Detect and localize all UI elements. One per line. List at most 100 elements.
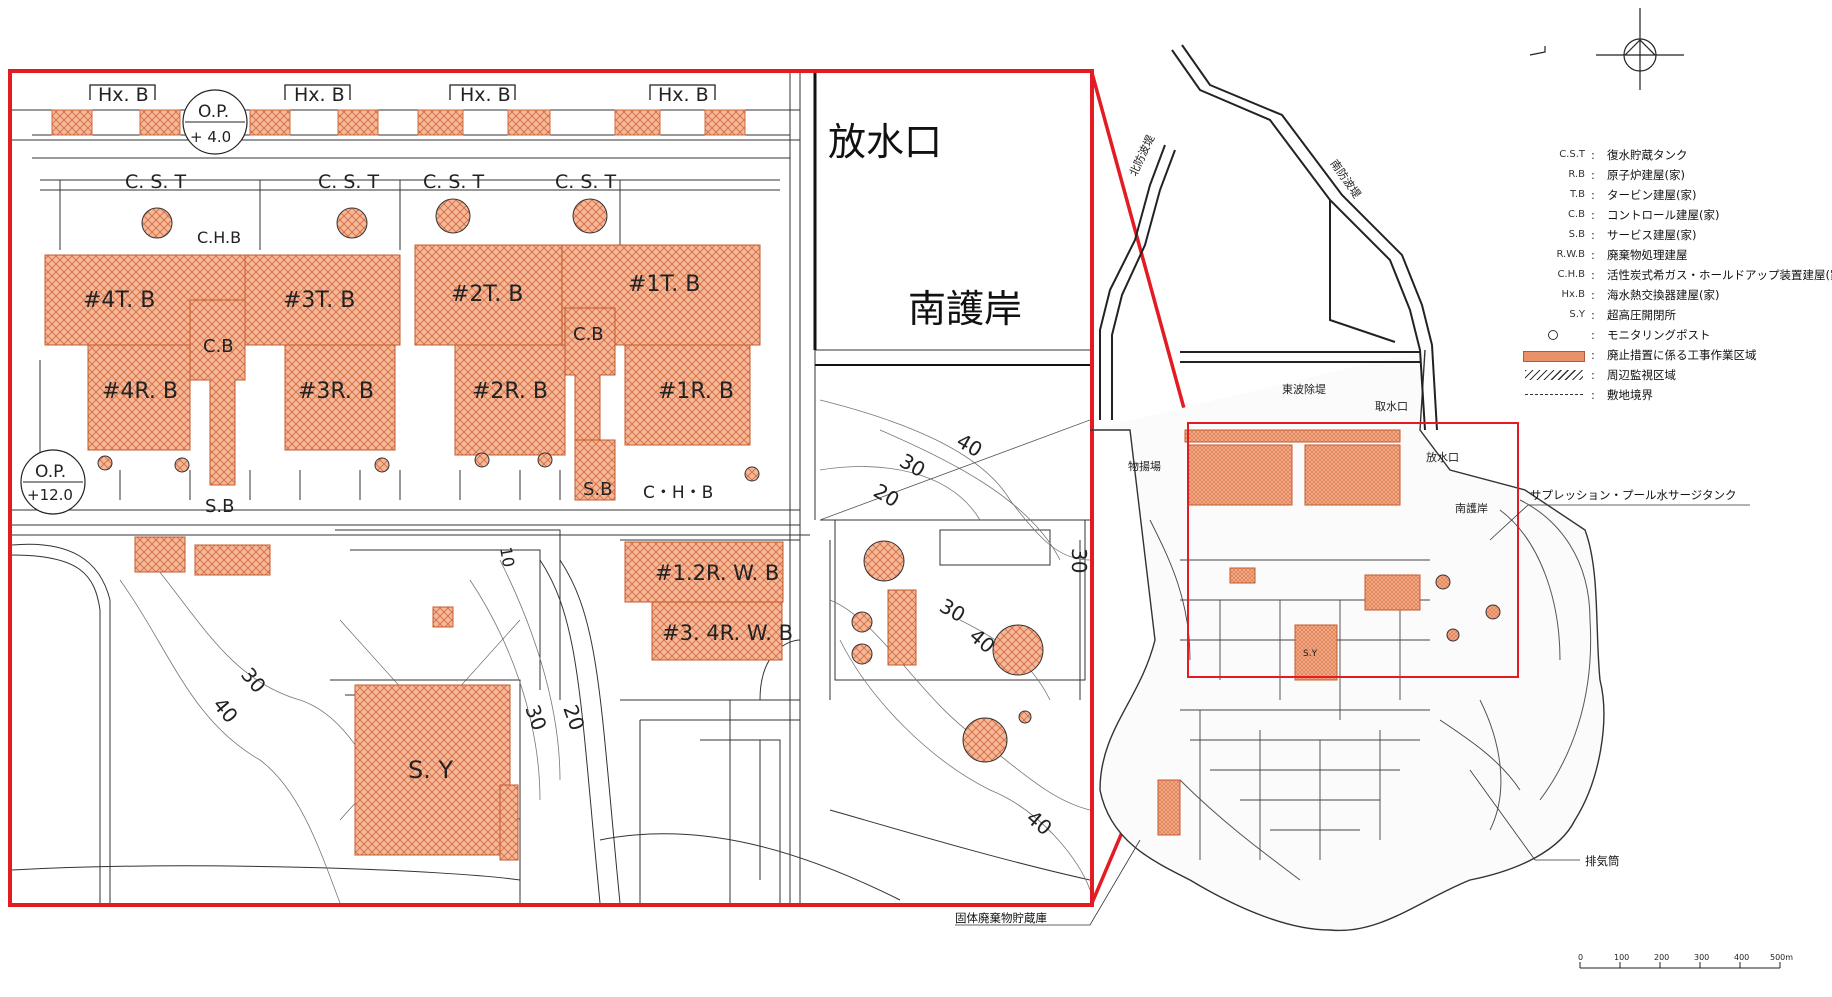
legend-colon: : (1591, 268, 1595, 282)
legend-symbol (1515, 365, 1585, 385)
overview-work-area (1294, 624, 1338, 681)
overview-map: 南防波堤 北防波堤 東波除堤 取水口 放水口 物揚場 南護岸 S.Y 0 (955, 8, 1793, 969)
sy-building (354, 684, 511, 856)
legend-colon: : (1591, 368, 1595, 382)
contour-label: 30 (520, 702, 551, 734)
legend-colon: : (1591, 148, 1595, 162)
hxb-label: Hx. B (658, 84, 709, 106)
hxb-unit (249, 109, 291, 136)
legend-desc: サービス建屋(家) (1607, 228, 1697, 242)
tb3-label: #3T. B (283, 288, 355, 313)
contour-lines (119, 399, 1090, 903)
rb1-building (624, 344, 751, 446)
scale-tick: 200 (1654, 953, 1669, 962)
pipe-area (432, 606, 454, 628)
pipe-area (134, 536, 186, 573)
overview-tank (1446, 628, 1460, 642)
overview-work-area (1157, 779, 1181, 836)
overview-linework (1149, 519, 1521, 860)
solid-waste-callout: 固体廃棄物貯蔵庫 (955, 911, 1047, 925)
legend-desc: コントロール建屋(家) (1607, 208, 1720, 222)
tb4-label: #4T. B (83, 288, 155, 313)
east-breakwater-label: 東波除堤 (1282, 382, 1326, 396)
legend-colon: : (1591, 308, 1595, 322)
legend-colon: : (1591, 328, 1595, 342)
work-area-swatch-icon (1523, 351, 1585, 362)
hxb-unit (417, 109, 464, 136)
contour-label: 20 (558, 702, 589, 734)
outfall-small-label: 放水口 (1426, 450, 1459, 464)
small-circles (97, 452, 1044, 763)
legend-desc: 海水熱交換器建屋(家) (1607, 288, 1720, 302)
inset-connector (1090, 72, 1190, 424)
scale-tick: 300 (1694, 953, 1709, 962)
hatch-swatch-icon (1525, 370, 1583, 380)
monitoring-point (851, 611, 873, 633)
cb-label: C.B (203, 336, 234, 357)
other-work-areas (134, 536, 917, 861)
monitoring-point (962, 717, 1008, 763)
overview-work-area (1187, 444, 1293, 506)
monitoring-point (474, 452, 490, 468)
legend-colon: : (1591, 208, 1595, 222)
rb4-label: #4R. B (102, 379, 178, 404)
south-seawall-small-label: 南護岸 (1455, 501, 1488, 515)
chb-label: C.H.B (197, 228, 241, 247)
small-marker (1529, 46, 1546, 56)
monitoring-point (851, 643, 873, 665)
site-linework (12, 73, 1090, 903)
hxb-unit (139, 109, 181, 136)
chb-label: C・H・B (643, 483, 713, 503)
legend-symbol (1515, 385, 1585, 405)
legend-desc: 原子炉建屋(家) (1607, 168, 1685, 182)
scale-tick: 500m (1770, 953, 1793, 962)
scale-tick: 400 (1734, 953, 1749, 962)
sy-small-label: S.Y (1303, 649, 1318, 659)
leader-lines (955, 504, 1750, 926)
cst-label: C. S. T (555, 171, 616, 193)
hxb-label: Hx. B (460, 84, 511, 106)
hxb-unit (337, 109, 379, 136)
op-label: +12.0 (27, 486, 73, 504)
rb3-building (284, 344, 396, 451)
hxb-unit (614, 109, 661, 136)
rb2-label: #2R. B (472, 379, 548, 404)
legend-abbr: S.Y (1569, 309, 1585, 320)
legend-abbr: Hx.B (1561, 289, 1585, 300)
contour-label: 30 (1067, 548, 1091, 573)
monitoring-post-icon (1548, 330, 1558, 340)
rwb12-label: #1.2R. W. B (655, 561, 779, 585)
intake-label: 取水口 (1375, 400, 1408, 413)
legend-colon: : (1591, 188, 1595, 202)
contour-label: 40 (953, 429, 987, 463)
tb2-label: #2T. B (451, 282, 523, 307)
legend-colon: : (1591, 228, 1595, 242)
monitoring-point (992, 624, 1044, 676)
legend-desc: 廃止措置に係る工事作業区域 (1607, 348, 1757, 362)
sb-label: S.B (583, 479, 613, 500)
legend-desc: 活性炭式希ガス・ホールドアップ装置建屋(家) (1607, 268, 1832, 282)
legend-desc: 復水貯蔵タンク (1607, 148, 1688, 162)
outfall-label: 放水口 (828, 120, 942, 164)
legend-abbr: C.B (1567, 209, 1585, 220)
legend-abbr: T.B (1570, 189, 1585, 200)
hxb-buildings (51, 109, 746, 136)
hxb-brackets (89, 84, 716, 100)
cst-label: C. S. T (318, 171, 379, 193)
cliff-texture (1179, 499, 1592, 881)
cst-label: C. S. T (423, 171, 484, 193)
sy-label: S. Y (408, 756, 453, 784)
monitoring-point (537, 452, 553, 468)
legend-desc: モニタリングポスト (1607, 328, 1711, 342)
legend-abbr: C.H.B (1557, 269, 1585, 280)
cst-tank (572, 198, 608, 234)
sb-label: S.B (205, 496, 235, 517)
rb2-building (454, 344, 566, 456)
hxb-label: Hx. B (98, 84, 149, 106)
scale-tick: 100 (1614, 953, 1629, 962)
legend-desc: 廃棄物処理建屋 (1607, 248, 1688, 262)
south-breakwater-label: 南防波堤 (1328, 157, 1365, 201)
rwb34-building (651, 601, 783, 661)
legend-colon: : (1591, 168, 1595, 182)
